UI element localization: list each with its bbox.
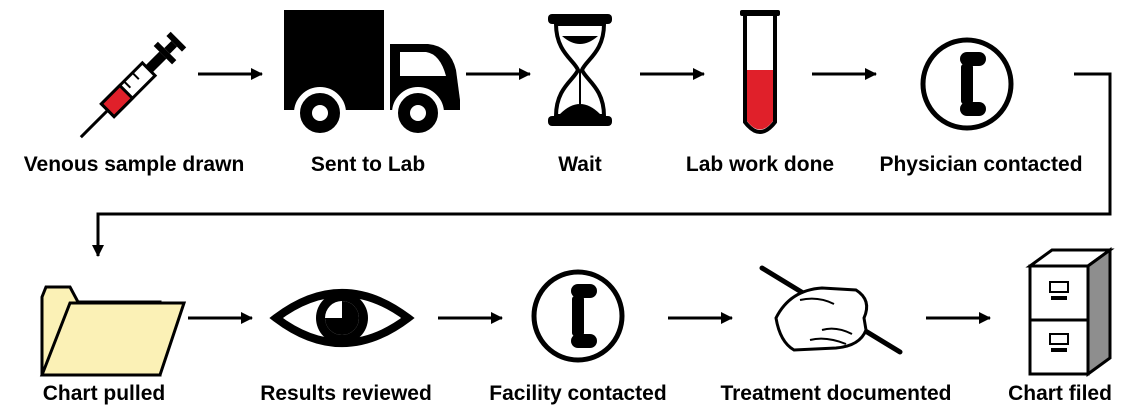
truck-icon [284, 10, 460, 139]
step-label: Chart filed [1008, 382, 1112, 405]
phone-icon [920, 37, 1014, 131]
step-label: Wait [558, 153, 602, 176]
flow-arrows [92, 68, 1112, 324]
step-label: Facility contacted [489, 382, 666, 405]
filing-cabinet-icon [1025, 247, 1115, 377]
step-label: Venous sample drawn [24, 153, 245, 176]
folder-icon [39, 285, 187, 377]
eye-icon [269, 289, 415, 347]
step-label: Sent to Lab [311, 153, 425, 176]
phone-icon [531, 269, 625, 363]
test-tube-icon [740, 10, 780, 134]
step-label: Treatment documented [720, 382, 951, 405]
step-label: Lab work done [686, 153, 834, 176]
syringe-icon [79, 31, 187, 139]
hourglass-icon [548, 14, 612, 126]
writing-hand-icon [759, 265, 903, 355]
step-label: Chart pulled [43, 382, 166, 405]
step-label: Physician contacted [879, 153, 1082, 176]
step-label: Results reviewed [260, 382, 432, 405]
row-connector-arrow [92, 72, 1112, 257]
